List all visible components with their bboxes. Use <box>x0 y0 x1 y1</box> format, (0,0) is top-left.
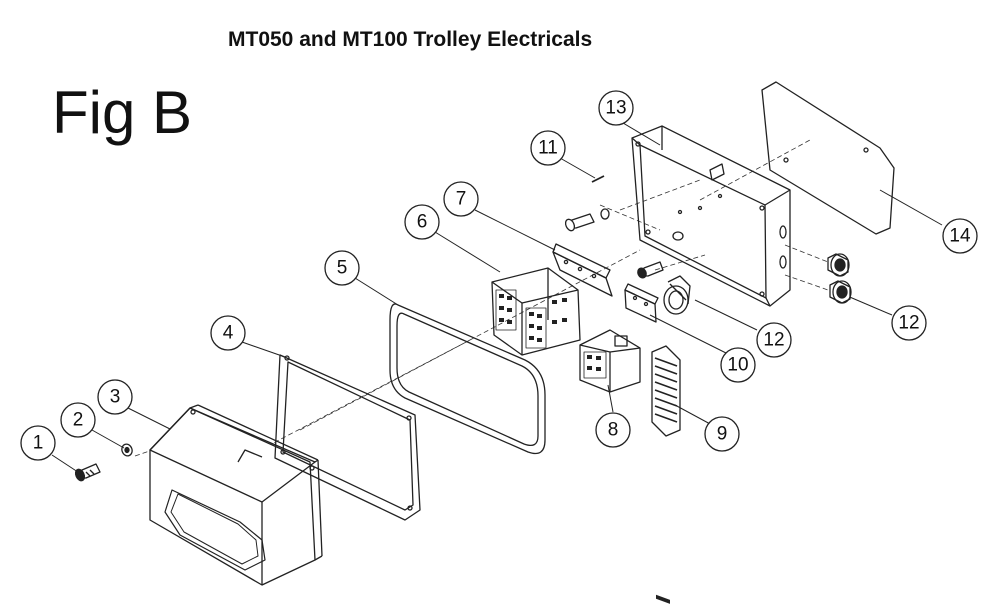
assembly-axes <box>134 139 829 457</box>
terminal-strip <box>651 345 681 604</box>
din-rail-lower <box>624 283 659 323</box>
callout-number: 13 <box>605 98 626 119</box>
washer <box>121 443 133 457</box>
callout-number: 12 <box>763 330 784 351</box>
callout-number: 2 <box>73 410 84 431</box>
seal-ring <box>389 303 546 455</box>
enclosure-lid <box>149 404 323 586</box>
callout-number: 11 <box>538 138 558 159</box>
callout-3: 3 <box>97 379 133 415</box>
contactor-pair <box>491 267 581 356</box>
callout-number: 7 <box>456 189 467 210</box>
pin <box>591 175 605 183</box>
callout-5: 5 <box>324 250 360 286</box>
callout-13: 13 <box>598 90 634 126</box>
callout-number: 14 <box>949 226 971 247</box>
callout-number: 10 <box>727 355 748 376</box>
callouts: 1 2 3 4 5 6 7 8 9 10 11 12 12 13 14 <box>20 90 978 461</box>
callout-number: 6 <box>417 212 428 233</box>
cable-gland-center <box>663 275 691 315</box>
screw <box>74 463 101 482</box>
callout-number: 8 <box>608 420 619 441</box>
callout-4: 4 <box>210 315 246 351</box>
figure-label: Fig B <box>52 79 193 146</box>
gasket-plate <box>274 354 421 521</box>
din-rail-upper <box>552 243 613 297</box>
callout-9: 9 <box>704 416 740 452</box>
diagram-title: MT050 and MT100 Trolley Electricals <box>228 28 593 51</box>
leader-lines <box>51 119 943 477</box>
cable-gland-side-lower <box>829 280 852 304</box>
back-box <box>631 125 791 307</box>
callout-number: 3 <box>110 387 121 408</box>
back-cover-plate <box>761 81 895 235</box>
callout-6: 6 <box>404 204 440 240</box>
callout-8: 8 <box>595 412 631 448</box>
callout-14: 14 <box>942 218 978 254</box>
callout-2: 2 <box>60 402 96 438</box>
callout-number: 4 <box>223 323 234 344</box>
callout-number: 9 <box>717 424 728 445</box>
callout-7: 7 <box>443 181 479 217</box>
callout-12-center: 12 <box>756 322 792 358</box>
callout-12-side: 12 <box>891 305 927 341</box>
callout-1: 1 <box>20 425 56 461</box>
callout-number: 12 <box>898 313 919 334</box>
callout-number: 5 <box>337 258 348 279</box>
callout-10: 10 <box>720 347 756 383</box>
callout-number: 1 <box>33 433 44 454</box>
cable-gland-side-upper <box>827 253 850 277</box>
box-screws <box>564 208 664 279</box>
contactor-single <box>579 329 641 393</box>
callout-11: 11 <box>530 130 566 166</box>
